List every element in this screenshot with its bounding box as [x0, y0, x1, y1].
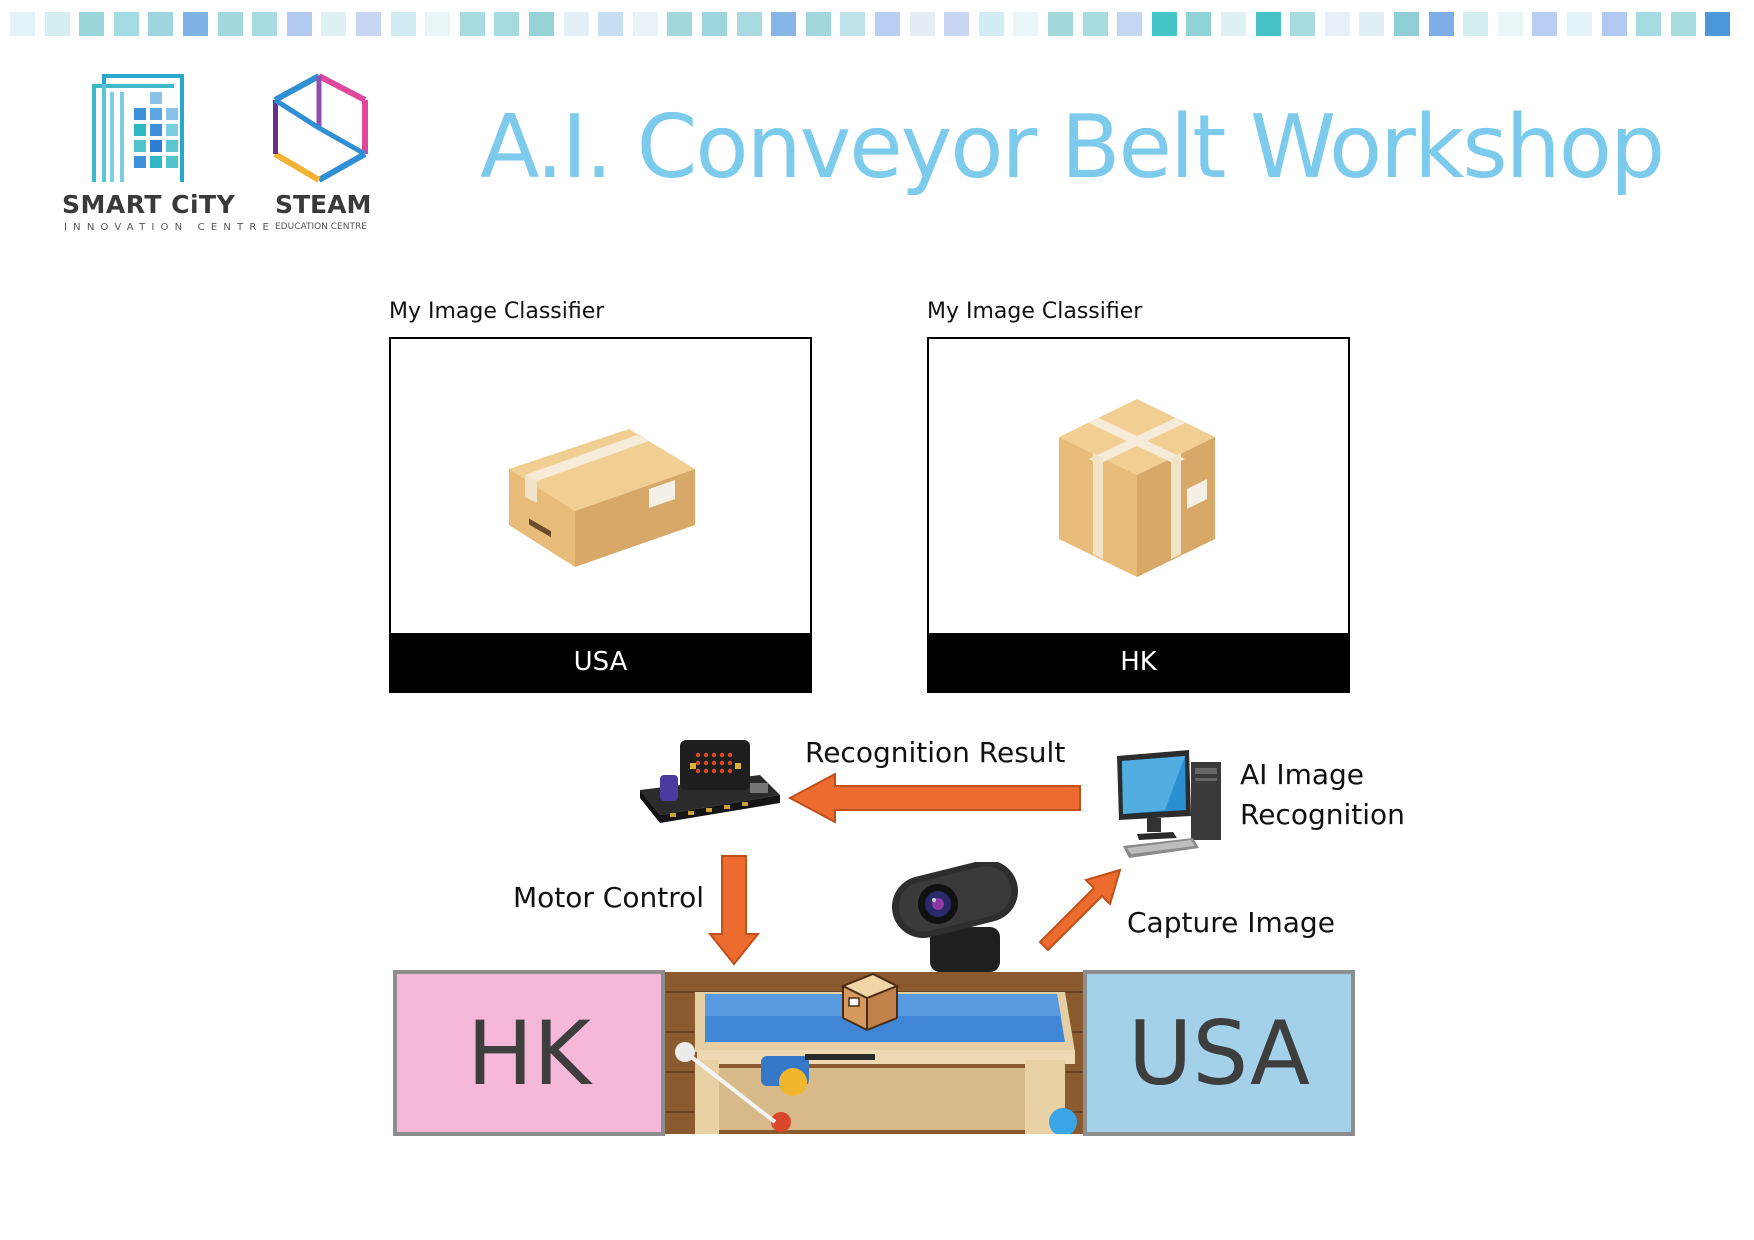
strip-square	[702, 12, 727, 36]
steam-name: STEAM	[275, 190, 372, 219]
smart-city-subtitle: INNOVATION CENTRE	[64, 222, 276, 233]
classifier-2-panel: HK	[927, 337, 1350, 693]
strip-square	[944, 12, 970, 36]
strip-square	[978, 12, 1004, 36]
usa-bin: USA	[1083, 970, 1355, 1136]
strip-square	[1497, 12, 1523, 36]
steam-subtitle: EDUCATION CENTRE	[275, 222, 367, 232]
strip-square	[1117, 12, 1143, 36]
cardboard-box-icon	[509, 429, 695, 567]
strip-square	[1428, 12, 1454, 36]
smart-city-logo: SMART CiTY INNOVATION CENTRE	[62, 72, 276, 237]
strip-square	[632, 12, 658, 36]
strip-square	[598, 12, 624, 36]
cardboard-box-icon	[1059, 399, 1215, 577]
strip-square	[1255, 12, 1281, 36]
strip-square	[1221, 12, 1246, 36]
strip-square	[563, 12, 589, 36]
classifier-2-title: My Image Classifier	[927, 299, 1143, 324]
strip-square	[667, 12, 693, 36]
recognition-result-label: Recognition Result	[805, 736, 1066, 769]
strip-square	[1463, 12, 1489, 36]
strip-square	[10, 12, 35, 36]
strip-square	[286, 12, 312, 36]
classifier-1-result: USA	[391, 633, 810, 691]
strip-square	[1048, 12, 1073, 36]
capture-image-label: Capture Image	[1127, 906, 1335, 939]
recognition-result-arrow	[787, 772, 1081, 824]
strip-square	[1705, 12, 1731, 36]
strip-square	[459, 12, 485, 36]
microbit-board-icon	[640, 740, 780, 823]
strip-square	[321, 12, 347, 36]
strip-square	[1186, 12, 1212, 36]
strip-square	[1324, 12, 1350, 36]
strip-square	[44, 12, 70, 36]
strip-square	[736, 12, 762, 36]
decorative-top-strip	[10, 12, 1744, 36]
strip-square	[909, 12, 935, 36]
strip-square	[1359, 12, 1385, 36]
strip-square	[356, 12, 381, 36]
strip-square	[1601, 12, 1627, 36]
strip-square	[1670, 12, 1696, 36]
classifier-1-title: My Image Classifier	[389, 299, 605, 324]
strip-square	[390, 12, 416, 36]
webcam-icon	[891, 862, 1019, 972]
motor-control-label: Motor Control	[513, 881, 705, 914]
strip-square	[217, 12, 243, 36]
strip-square	[148, 12, 174, 36]
hk-bin: HK	[393, 970, 665, 1136]
strip-square	[771, 12, 797, 36]
strip-square	[1013, 12, 1039, 36]
strip-square	[183, 12, 208, 36]
strip-square	[1636, 12, 1662, 36]
strip-square	[875, 12, 900, 36]
strip-square	[252, 12, 278, 36]
strip-square	[840, 12, 866, 36]
classifier-1-panel: USA	[389, 337, 812, 693]
steam-cube-icon	[272, 73, 368, 183]
strip-square	[1290, 12, 1316, 36]
motor-control-arrow	[707, 855, 761, 966]
classifier-2-result: HK	[929, 633, 1348, 691]
steam-logo: STEAM EDUCATION CENTRE	[272, 72, 383, 237]
strip-square	[1532, 12, 1558, 36]
smart-city-building-icon	[92, 74, 184, 182]
capture-image-arrow	[1038, 868, 1122, 952]
strip-square	[1151, 12, 1177, 36]
strip-square	[79, 12, 105, 36]
conveyor-belt-photo	[665, 972, 1085, 1134]
strip-square	[113, 12, 139, 36]
desktop-computer-icon	[1117, 750, 1221, 858]
strip-square	[425, 12, 451, 36]
strip-square	[1082, 12, 1108, 36]
ai-recognition-label: Recognition	[1240, 798, 1405, 831]
strip-square	[1394, 12, 1419, 36]
page-title: A.I. Conveyor Belt Workshop	[480, 96, 1665, 198]
strip-square	[1567, 12, 1592, 36]
strip-square	[805, 12, 831, 36]
strip-square	[494, 12, 520, 36]
strip-square	[529, 12, 554, 36]
ai-image-label: AI Image	[1240, 758, 1365, 791]
smart-city-name: SMART CiTY	[62, 190, 236, 219]
